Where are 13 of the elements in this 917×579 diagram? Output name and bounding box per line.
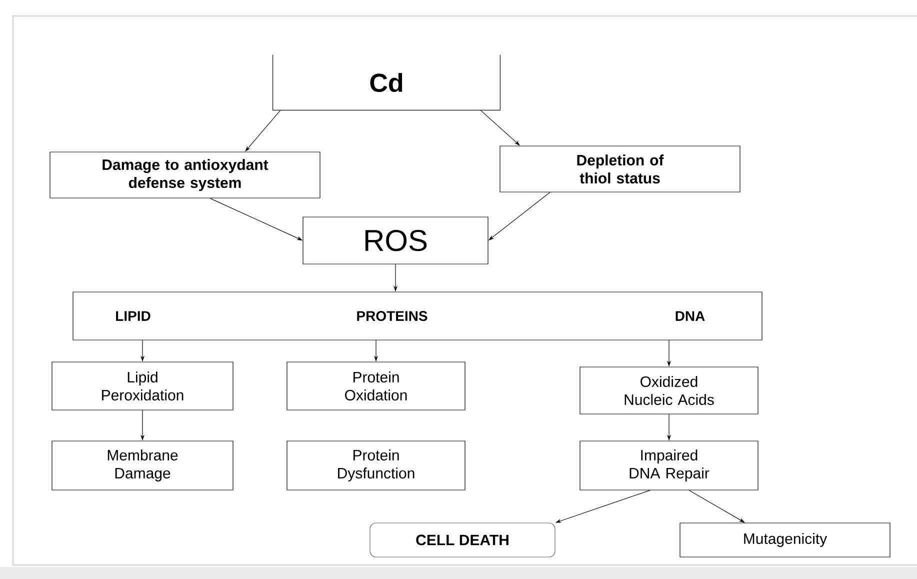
process-box: ROS xyxy=(302,216,488,264)
process-box: Membrane Damage xyxy=(52,440,234,490)
process-box: Damage to antioxydant defense system xyxy=(50,152,320,198)
process-box: Mutagenicity xyxy=(680,522,890,558)
process-box: Impaired DNA Repair xyxy=(580,440,758,490)
process-box: Protein Dysfunction xyxy=(286,440,466,490)
process-box: Oxidized Nucleic Acids xyxy=(580,366,758,414)
outcome-box: CELL DEATH xyxy=(370,522,556,558)
process-box: Protein Oxidation xyxy=(286,362,466,410)
process-box: Lipid Peroxidation xyxy=(52,362,234,410)
process-box: Depletion of thiol status xyxy=(500,146,740,192)
source-box: Cd xyxy=(272,54,500,110)
category-band: LIPID PROTEINS DNA xyxy=(72,292,762,340)
